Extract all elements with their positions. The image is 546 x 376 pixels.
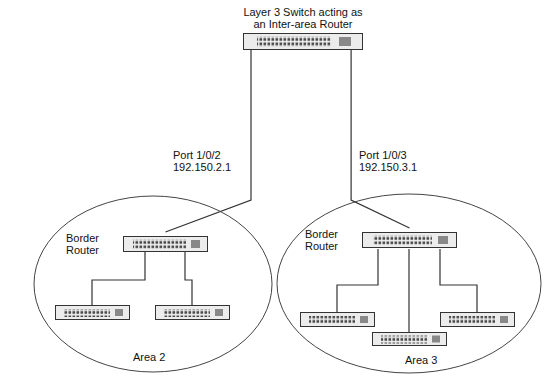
inter-area-router: Layer 3 Switch acting as an Inter-area R… (238, 6, 368, 50)
access-switch (373, 333, 447, 346)
switch-body (373, 333, 447, 346)
switch-led (500, 316, 508, 323)
switch-led (339, 37, 351, 46)
label-holder: Port 1/0/3 192.150.3.1 (358, 148, 426, 174)
switch-led (438, 236, 448, 244)
border-router: Border Router (305, 228, 457, 252)
switch-icon (362, 232, 457, 248)
switch-body (441, 313, 515, 327)
access-switch (56, 306, 130, 320)
switch-led (115, 309, 123, 316)
switch-body (363, 233, 457, 248)
switch-ports (373, 236, 432, 245)
access-link (185, 251, 192, 305)
switch-body (156, 306, 230, 320)
device-label: Border Router (66, 232, 116, 256)
switch-ports (449, 316, 495, 324)
access-switch (301, 313, 375, 327)
icon-holder (238, 33, 368, 50)
icon-holder (123, 236, 208, 252)
area-ellipse (34, 196, 272, 372)
switch-body (56, 306, 130, 320)
icon-holder (362, 232, 457, 248)
device-heading: Layer 3 Switch acting as an Inter-area R… (238, 6, 368, 30)
switch-ports (133, 240, 186, 249)
switch-body (244, 34, 363, 50)
access-link (92, 251, 145, 305)
access-link (408, 249, 409, 332)
area-outline (276, 193, 542, 374)
switch-body (301, 313, 375, 327)
switch-led (215, 309, 223, 316)
area-region: Area 3 Border Router (276, 193, 542, 374)
access-switch (156, 306, 230, 320)
uplink-line (166, 50, 252, 232)
switch-ports (381, 336, 427, 344)
switch-body (124, 237, 208, 252)
uplink-line (351, 50, 409, 228)
switch-ports (164, 309, 210, 317)
port-label: Port 1/0/2 192.150.2.1 (172, 148, 240, 174)
area-ellipse (277, 194, 541, 373)
switch-icon (123, 236, 208, 252)
label-holder: Port 1/0/2 192.150.2.1 (172, 148, 240, 174)
area-region: Area 2 Border Router (33, 195, 273, 373)
access-switch (441, 313, 515, 327)
border-router: Border Router (66, 232, 208, 256)
device-label: Border Router (305, 228, 355, 252)
area-outline (33, 195, 273, 373)
area-name: Area 3 (405, 354, 437, 366)
switch-icon (243, 33, 363, 50)
access-links (92, 249, 477, 332)
port-label: Port 1/0/3 192.150.3.1 (358, 148, 426, 174)
access-link (337, 249, 378, 312)
access-link (440, 249, 477, 312)
switch-led (191, 240, 200, 248)
switch-ports (64, 309, 110, 317)
switch-ports (309, 316, 355, 324)
area-name: Area 2 (133, 351, 165, 363)
switch-led (432, 336, 440, 343)
switch-led (360, 316, 368, 323)
switch-ports (257, 37, 331, 47)
